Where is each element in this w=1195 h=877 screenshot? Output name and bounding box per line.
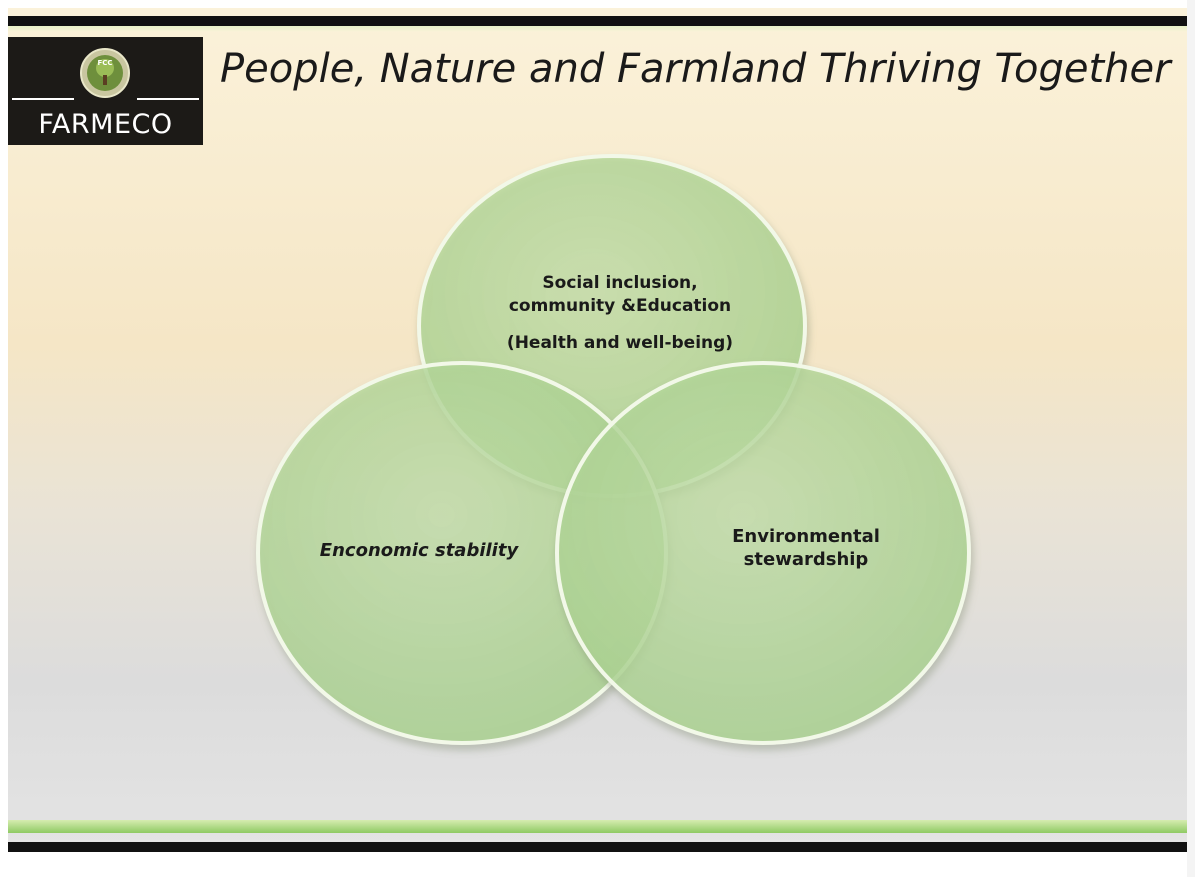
label-economic: Enconomic stability (294, 539, 544, 562)
label-social-subtitle: (Health and well-being) (506, 333, 734, 353)
venn-circle-environment (555, 361, 971, 745)
page-edge (1187, 0, 1195, 877)
logo-divider-left (12, 98, 74, 100)
top-bar (8, 16, 1187, 26)
label-environment-line-1: Environmental (732, 526, 880, 547)
venn-diagram (256, 154, 971, 745)
logo-divider-right (137, 98, 199, 100)
bottom-accent-bar (8, 820, 1187, 833)
logo-text: FARMECO (38, 109, 173, 140)
tree-emblem-icon: FCC (80, 48, 130, 98)
emblem-text: FCC (97, 59, 112, 67)
bottom-bar (8, 842, 1187, 852)
label-environment: Environmental stewardship (696, 525, 916, 571)
label-social-line-2: community &Education (508, 296, 732, 316)
label-social: Social inclusion, community &Education (470, 272, 770, 318)
label-economic-line-1: Enconomic stability (319, 540, 519, 561)
label-environment-line-2: stewardship (743, 549, 869, 570)
slide-title: People, Nature and Farmland Thriving Tog… (220, 46, 1171, 92)
top-bar-accent (8, 26, 1187, 32)
page-margin (0, 0, 1195, 8)
farmeco-logo: FCC FARMECO (8, 37, 203, 145)
label-social-line-1: Social inclusion, (542, 273, 698, 293)
slide: FCC FARMECO People, Nature and Farmland … (8, 8, 1187, 851)
